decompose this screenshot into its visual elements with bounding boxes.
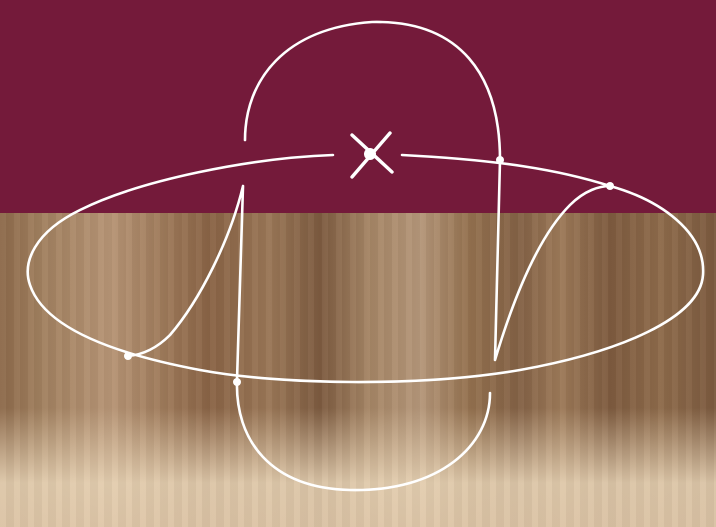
upper-arch xyxy=(245,22,500,160)
sparkle-cross-icon xyxy=(352,133,392,177)
junction-dot xyxy=(496,156,504,164)
ellipse-ring xyxy=(28,155,703,382)
right-cusp xyxy=(495,160,610,360)
junction-dot xyxy=(233,378,241,386)
junction-dot xyxy=(124,352,132,360)
junction-dot xyxy=(606,182,614,190)
left-cusp xyxy=(128,186,243,380)
lower-arch xyxy=(237,380,490,490)
